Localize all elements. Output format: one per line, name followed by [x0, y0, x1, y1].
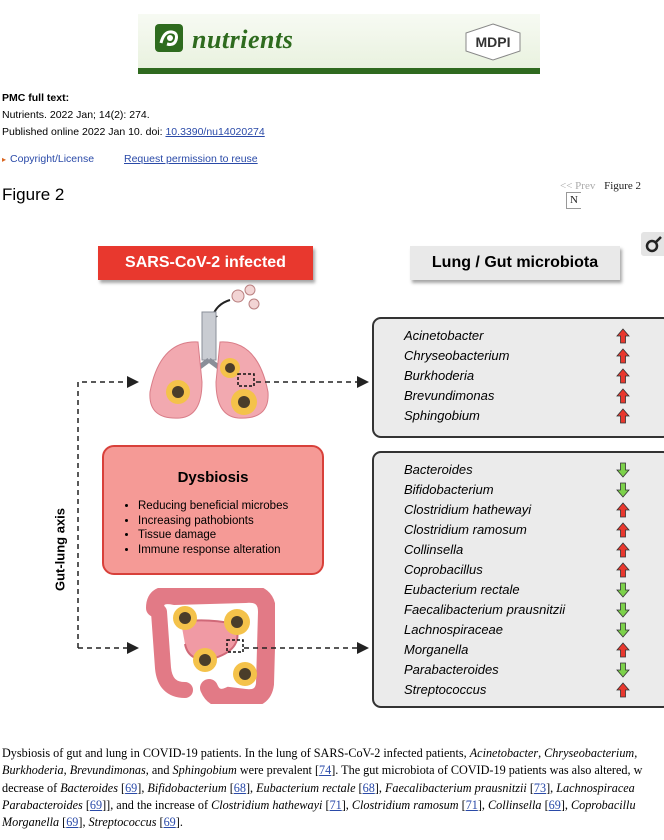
figure-pager: << Prev Figure 2 N [560, 180, 664, 209]
publisher-logo: MDPI [465, 23, 521, 61]
arrow-up-icon [616, 328, 630, 344]
pmc-label: PMC full text: [2, 92, 70, 104]
microbe-name: Morganella [404, 642, 469, 657]
arrow-up-icon [616, 642, 630, 658]
microbe-name: Parabacteroides [404, 662, 499, 677]
dysbiosis-title: Dysbiosis [177, 469, 249, 486]
reference-link[interactable]: 69 [125, 780, 138, 795]
microbe-name: Collinsella [404, 542, 464, 557]
dysbiosis-item: Tissue damage [138, 528, 288, 543]
microbe-name: Faecalibacterium prausnitzii [404, 602, 566, 617]
figure-diagram: SARS-CoV-2 infected Lung / Gut microbiot… [0, 230, 664, 720]
arrow-down-icon [616, 582, 630, 598]
microbe-name: Sphingobium [404, 408, 480, 423]
microbe-name: Clostridium ramosum [404, 522, 527, 537]
doi-link[interactable]: 10.3390/nu14020274 [165, 126, 265, 138]
arrow-up-icon [616, 682, 630, 698]
dysbiosis-item: Increasing pathobionts [138, 514, 288, 529]
arrow-down-icon [616, 462, 630, 478]
dysbiosis-list: Reducing beneficial microbes Increasing … [112, 499, 288, 557]
microbe-name: Coprobacillus [404, 562, 483, 577]
microbe-name: Bacteroides [404, 462, 473, 477]
reference-link[interactable]: 69 [66, 815, 79, 830]
arrow-down-icon [616, 482, 630, 498]
arrow-up-icon [616, 562, 630, 578]
microbe-name: Streptococcus [404, 682, 487, 697]
connector-arrows [77, 376, 369, 654]
triangle-right-icon: ▸ [2, 155, 7, 164]
reference-link[interactable]: 69 [89, 797, 103, 812]
arrow-up-icon [616, 502, 630, 518]
microbe-name: Burkhoderia [404, 368, 475, 383]
reference-link[interactable]: 68 [362, 780, 375, 795]
arrow-down-icon [616, 662, 630, 678]
reference-link[interactable]: 74 [319, 763, 332, 778]
current-figure: Figure 2 [604, 180, 642, 192]
arrow-up-icon [616, 388, 630, 404]
next-button[interactable]: N [566, 192, 581, 209]
figure-title: Figure 2 [2, 185, 65, 204]
gut-lung-axis-label: Gut-lung axis [52, 507, 68, 592]
reference-link[interactable]: 71 [329, 797, 342, 812]
figure-tool-button[interactable] [641, 232, 664, 256]
prev-link[interactable]: << Prev [560, 180, 596, 192]
arrow-down-icon [616, 602, 630, 618]
microbe-name: Eubacterium rectale [404, 582, 520, 597]
arrow-up-icon [616, 522, 630, 538]
arrow-up-icon [616, 408, 630, 424]
arrow-down-icon [616, 622, 630, 638]
sars-cov-2-header: SARS-CoV-2 infected [98, 246, 313, 280]
dysbiosis-box: Dysbiosis Reducing beneficial microbes I… [102, 445, 324, 575]
lung-illustration [149, 284, 269, 419]
microbe-name: Acinetobacter [404, 328, 484, 343]
microbe-name: Brevundimonas [404, 388, 495, 403]
publisher-name: MDPI [476, 34, 511, 50]
reference-link[interactable]: 68 [233, 780, 246, 795]
microbe-name: Lachnospiraceae [404, 622, 504, 637]
microbe-name: Clostridium hathewayi [404, 502, 532, 517]
journal-logo-icon [155, 24, 183, 52]
magnify-icon [645, 236, 662, 253]
published-line: Published online 2022 Jan 10. doi: 10.33… [2, 126, 265, 138]
arrow-up-icon [616, 368, 630, 384]
citation: Nutrients. 2022 Jan; 14(2): 274. [2, 109, 150, 121]
microbiota-header: Lung / Gut microbiota [410, 246, 620, 280]
figure-caption: Dysbiosis of gut and lung in COVID-19 pa… [2, 746, 643, 830]
reference-link[interactable]: 69 [163, 815, 176, 830]
arrow-up-icon [616, 542, 630, 558]
reference-link[interactable]: 71 [465, 797, 478, 812]
reference-link[interactable]: 69 [548, 797, 561, 812]
journal-banner: nutrients MDPI [138, 14, 540, 74]
reference-link[interactable]: 73 [533, 780, 547, 795]
microbe-name: Chryseobacterium [404, 348, 510, 363]
request-permission-link[interactable]: Request permission to reuse [124, 153, 258, 165]
dysbiosis-item: Reducing beneficial microbes [138, 499, 288, 514]
microbe-name: Bifidobacterium [404, 482, 494, 497]
copyright-link[interactable]: ▸Copyright/License [2, 153, 95, 165]
arrow-up-icon [616, 348, 630, 364]
dysbiosis-item: Immune response alteration [138, 543, 288, 558]
journal-name: nutrients [192, 25, 294, 54]
